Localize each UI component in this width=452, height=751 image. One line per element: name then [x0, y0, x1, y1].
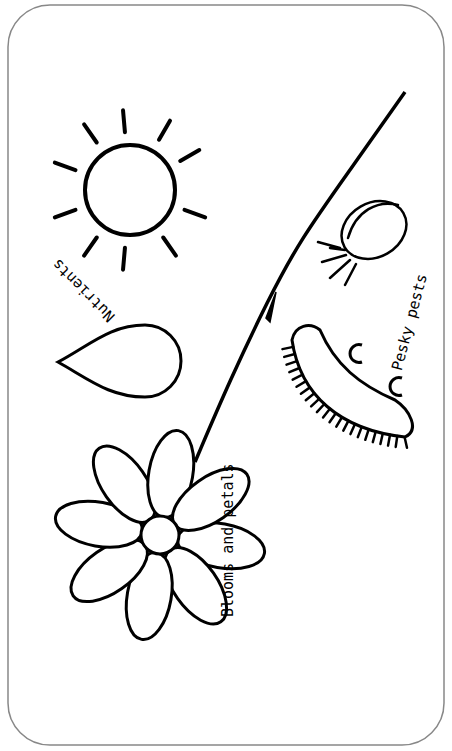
sun-icon	[55, 110, 205, 269]
water-drop	[58, 325, 181, 397]
label-text: Blooms and petals	[220, 463, 237, 617]
flower-icon	[52, 427, 268, 643]
bacterium-icon	[282, 326, 412, 448]
mite-icon	[318, 190, 417, 285]
card-border	[8, 5, 444, 745]
stem-thorn	[266, 292, 276, 322]
